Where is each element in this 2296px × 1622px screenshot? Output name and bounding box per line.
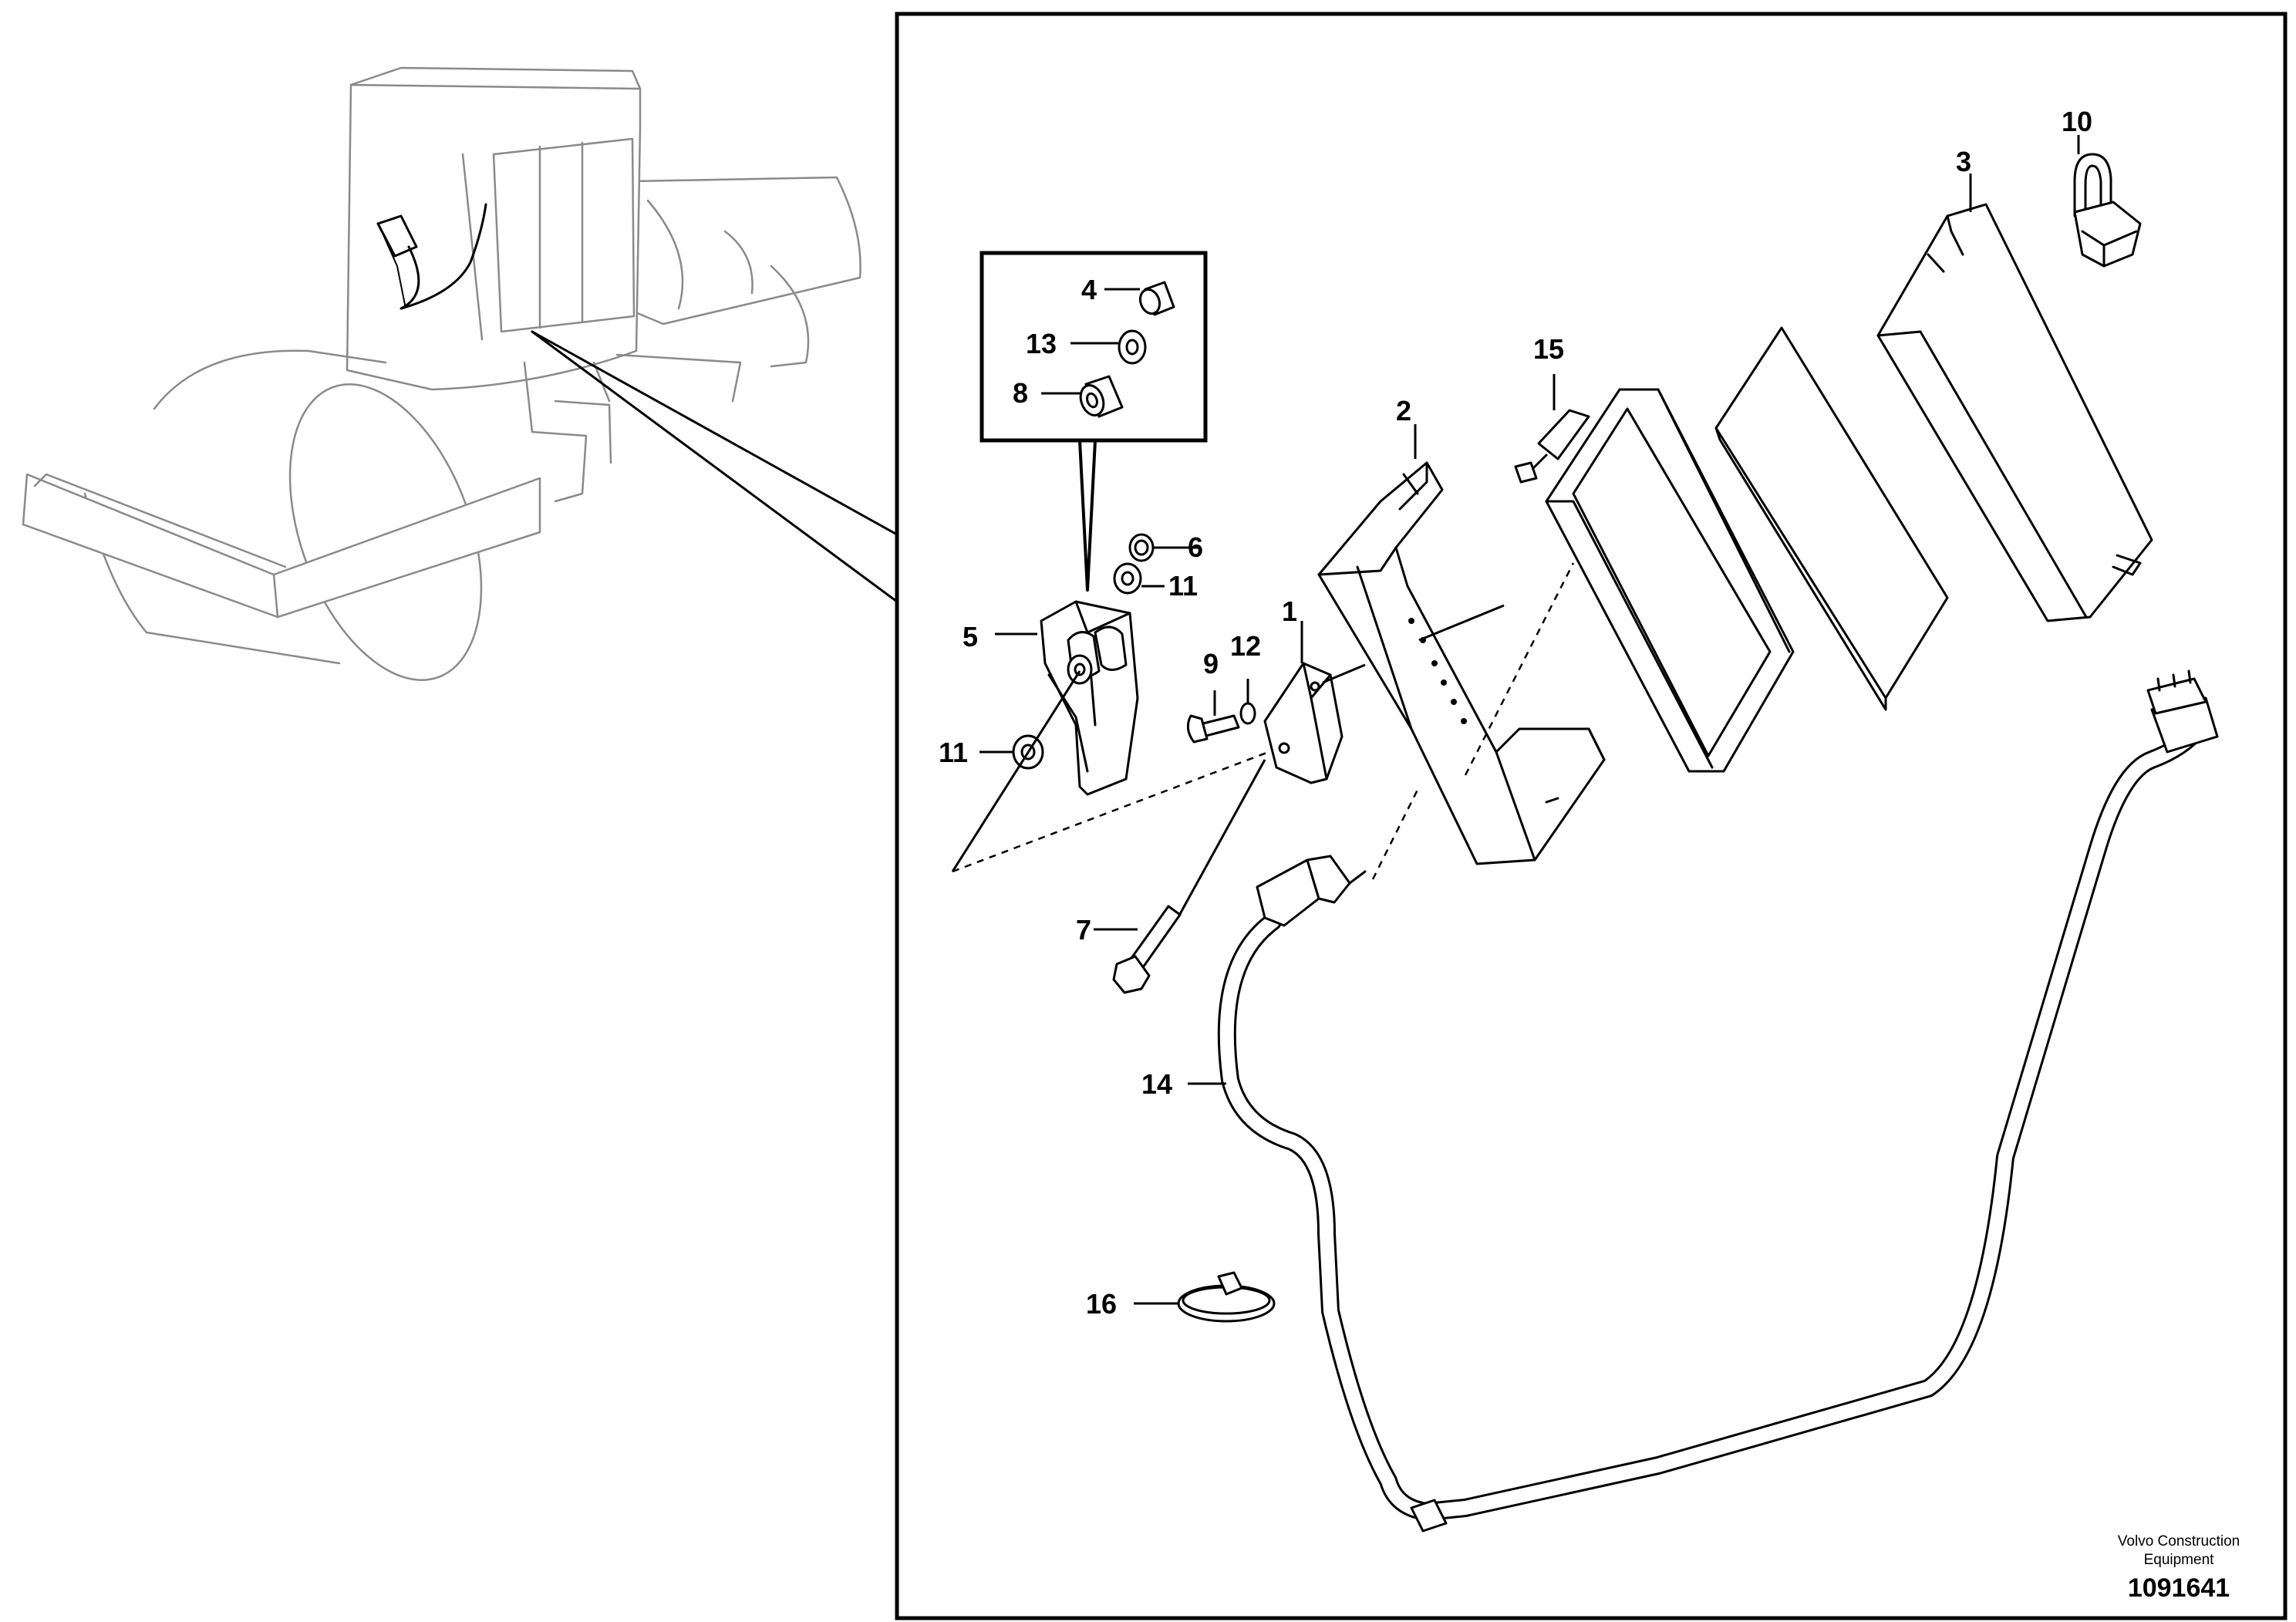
washer-upper: [1113, 562, 1142, 595]
washer-part: [1118, 329, 1147, 365]
callout-14: 14: [1141, 1068, 1172, 1100]
callout-8: 8: [1013, 377, 1028, 409]
callout-12: 12: [1230, 630, 1261, 662]
callout-11-upper: 11: [1168, 570, 1198, 602]
padlock: [2073, 153, 2142, 268]
spring-washer: [1239, 702, 1256, 725]
callout-4: 4: [1081, 274, 1097, 305]
callout-7: 7: [1076, 914, 1091, 946]
callout-9: 9: [1203, 648, 1219, 679]
screen-protector: [1714, 326, 1949, 711]
lock-nut: [1128, 533, 1155, 562]
mounting-bracket: [1263, 662, 1344, 784]
brand-line-2: Equipment: [2144, 1552, 2215, 1568]
cable-harness: [1217, 669, 2219, 1533]
callout-15: 15: [1533, 333, 1564, 365]
long-bolt: [1112, 905, 1182, 994]
callout-16: 16: [1086, 1288, 1117, 1320]
callout-labels: 1 2 3 4 5 6 7 8 9 10 11 11 12 13 14 15 1…: [939, 106, 2092, 1320]
callout-1: 1: [1282, 595, 1297, 627]
lock-holder: [1040, 600, 1139, 796]
diagram-footer: Volvo Construction Equipment 1091641: [2118, 1533, 2240, 1603]
callout-leaders: [979, 135, 2080, 1305]
display-monitor: [1545, 388, 1795, 773]
document-number: 1091641: [2128, 1573, 2230, 1603]
detail-frame: [895, 12, 2288, 1620]
display-cover: [1876, 203, 2153, 622]
inset-detail: [979, 251, 1208, 592]
bushing-part: [1079, 375, 1124, 418]
callout-13: 13: [1026, 328, 1057, 359]
sleeve-part: [1138, 281, 1175, 316]
callout-6: 6: [1188, 531, 1203, 563]
roller-machine-overview: [22, 66, 899, 681]
callout-5: 5: [963, 621, 978, 653]
callout-3: 3: [1956, 146, 1971, 177]
usb-connector: [1514, 409, 1590, 484]
screw-part: [1186, 714, 1240, 744]
mounting-plate: [1317, 461, 1606, 865]
callout-10: 10: [2062, 106, 2092, 137]
brand-line-1: Volvo Construction: [2118, 1533, 2240, 1549]
callout-11-lower: 11: [939, 737, 968, 768]
callout-2: 2: [1396, 395, 1411, 427]
cable-tie: [1177, 1271, 1276, 1323]
